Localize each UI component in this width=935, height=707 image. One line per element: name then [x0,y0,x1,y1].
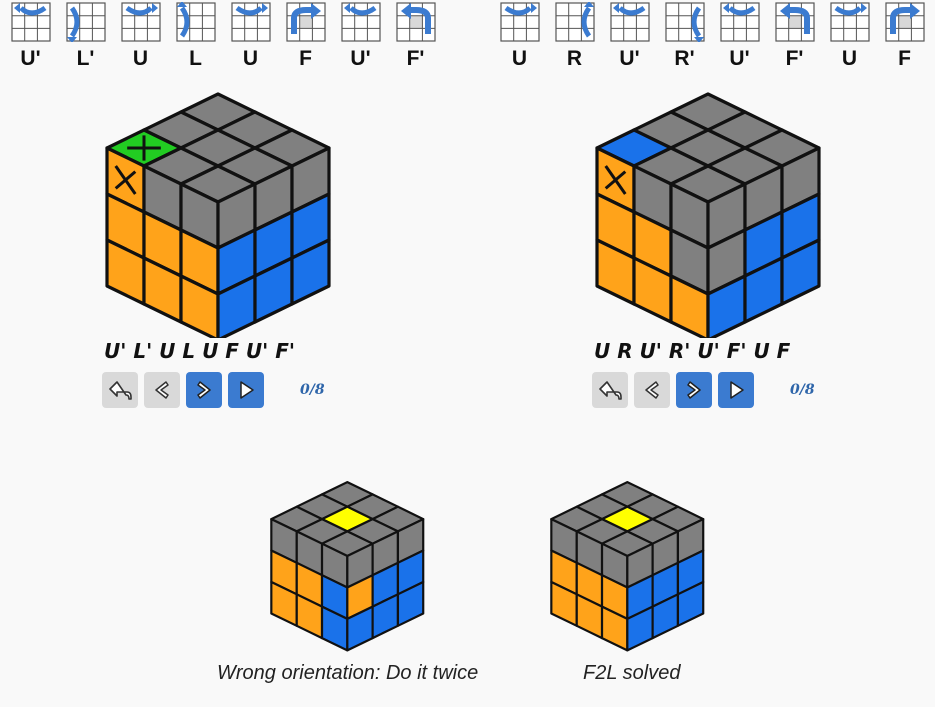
move-label: U [242,47,259,70]
move-label: U' [729,47,750,70]
move-arrow-icon [120,2,161,42]
step-back-icon [645,381,659,399]
cube-sticker-right [396,580,425,627]
cross-mark-icon [114,170,137,190]
controls-left: 0/8 [102,372,325,408]
move-label: F' [785,47,804,70]
cross-mark-icon [604,170,627,190]
cube-sticker-front [179,274,220,338]
right-move-strip: U R U' R' U' F' U F [492,2,932,70]
move-arrow-icon [175,2,216,42]
step-back-icon [155,381,169,399]
move-arrow-icon [554,2,595,42]
move-icon-item: U' [602,2,657,70]
move-icon-item: F [877,2,932,70]
move-arrow-icon [65,2,106,42]
move-icon-item: F' [767,2,822,70]
caption-wrong-orientation: Wrong orientation: Do it twice [217,662,479,684]
undo-button[interactable] [102,372,138,408]
cube-left-case [105,92,331,338]
undo-button[interactable] [592,372,628,408]
move-label: F [898,47,911,70]
cube-sticker-right [780,238,821,306]
move-icon-item: U [822,2,877,70]
cube-right-case [595,92,821,338]
move-arrow-icon [609,2,650,42]
move-label: R [566,47,583,70]
move-counter: 0/8 [300,382,325,398]
cube-sticker-right [676,580,705,627]
move-label: U' [350,47,371,70]
caption-f2l-solved: F2L solved [583,662,681,684]
undo-icon [109,381,132,400]
move-label: U' [619,47,640,70]
play-icon [240,381,254,399]
step-forward-icon [197,381,211,399]
step-back-button[interactable] [144,372,180,408]
cube-wrong-orientation [270,481,425,652]
move-icon-item: U [492,2,547,70]
play-button[interactable] [228,372,264,408]
step-back-button[interactable] [634,372,670,408]
cube-sticker-front [669,274,710,338]
move-arrow-icon [285,2,326,42]
undo-icon [599,381,622,400]
move-arrow-icon [719,2,760,42]
cube-f2l-solved [550,481,705,652]
move-label: F [299,47,312,70]
move-label: U' [20,47,41,70]
move-icon-item: U [113,2,168,70]
move-arrow-icon [230,2,271,42]
move-label: U [511,47,528,70]
move-counter: 0/8 [790,382,815,398]
step-forward-button[interactable] [676,372,712,408]
move-icon-item: L [168,2,223,70]
move-label: L' [76,47,95,70]
move-icon-item: F [278,2,333,70]
move-arrow-icon [664,2,705,42]
algorithm-left: U' L' U L U F U' F' [104,339,296,363]
move-icon-item: R [547,2,602,70]
move-icon-item: U' [333,2,388,70]
move-label: R' [674,47,695,70]
play-icon [730,381,744,399]
move-arrow-icon [340,2,381,42]
step-forward-button[interactable] [186,372,222,408]
move-icon-item: U' [3,2,58,70]
move-icon-item: U [223,2,278,70]
move-arrow-icon [499,2,540,42]
move-arrow-icon [829,2,870,42]
move-arrow-icon [395,2,436,42]
algorithm-right: U R U' R' U' F' U F [594,339,791,363]
move-icon-item: L' [58,2,113,70]
move-label: F' [406,47,425,70]
cube-sticker-right [290,238,331,306]
move-label: U [841,47,858,70]
move-label: U [132,47,149,70]
move-arrow-icon [884,2,925,42]
left-move-strip: U' L' U L U F U' F' [3,2,443,70]
move-arrow-icon [10,2,51,42]
move-label: L [189,47,202,70]
step-forward-icon [687,381,701,399]
move-icon-item: U' [712,2,767,70]
move-icon-item: R' [657,2,712,70]
move-arrow-icon [774,2,815,42]
play-button[interactable] [718,372,754,408]
controls-right: 0/8 [592,372,815,408]
move-icon-item: F' [388,2,443,70]
